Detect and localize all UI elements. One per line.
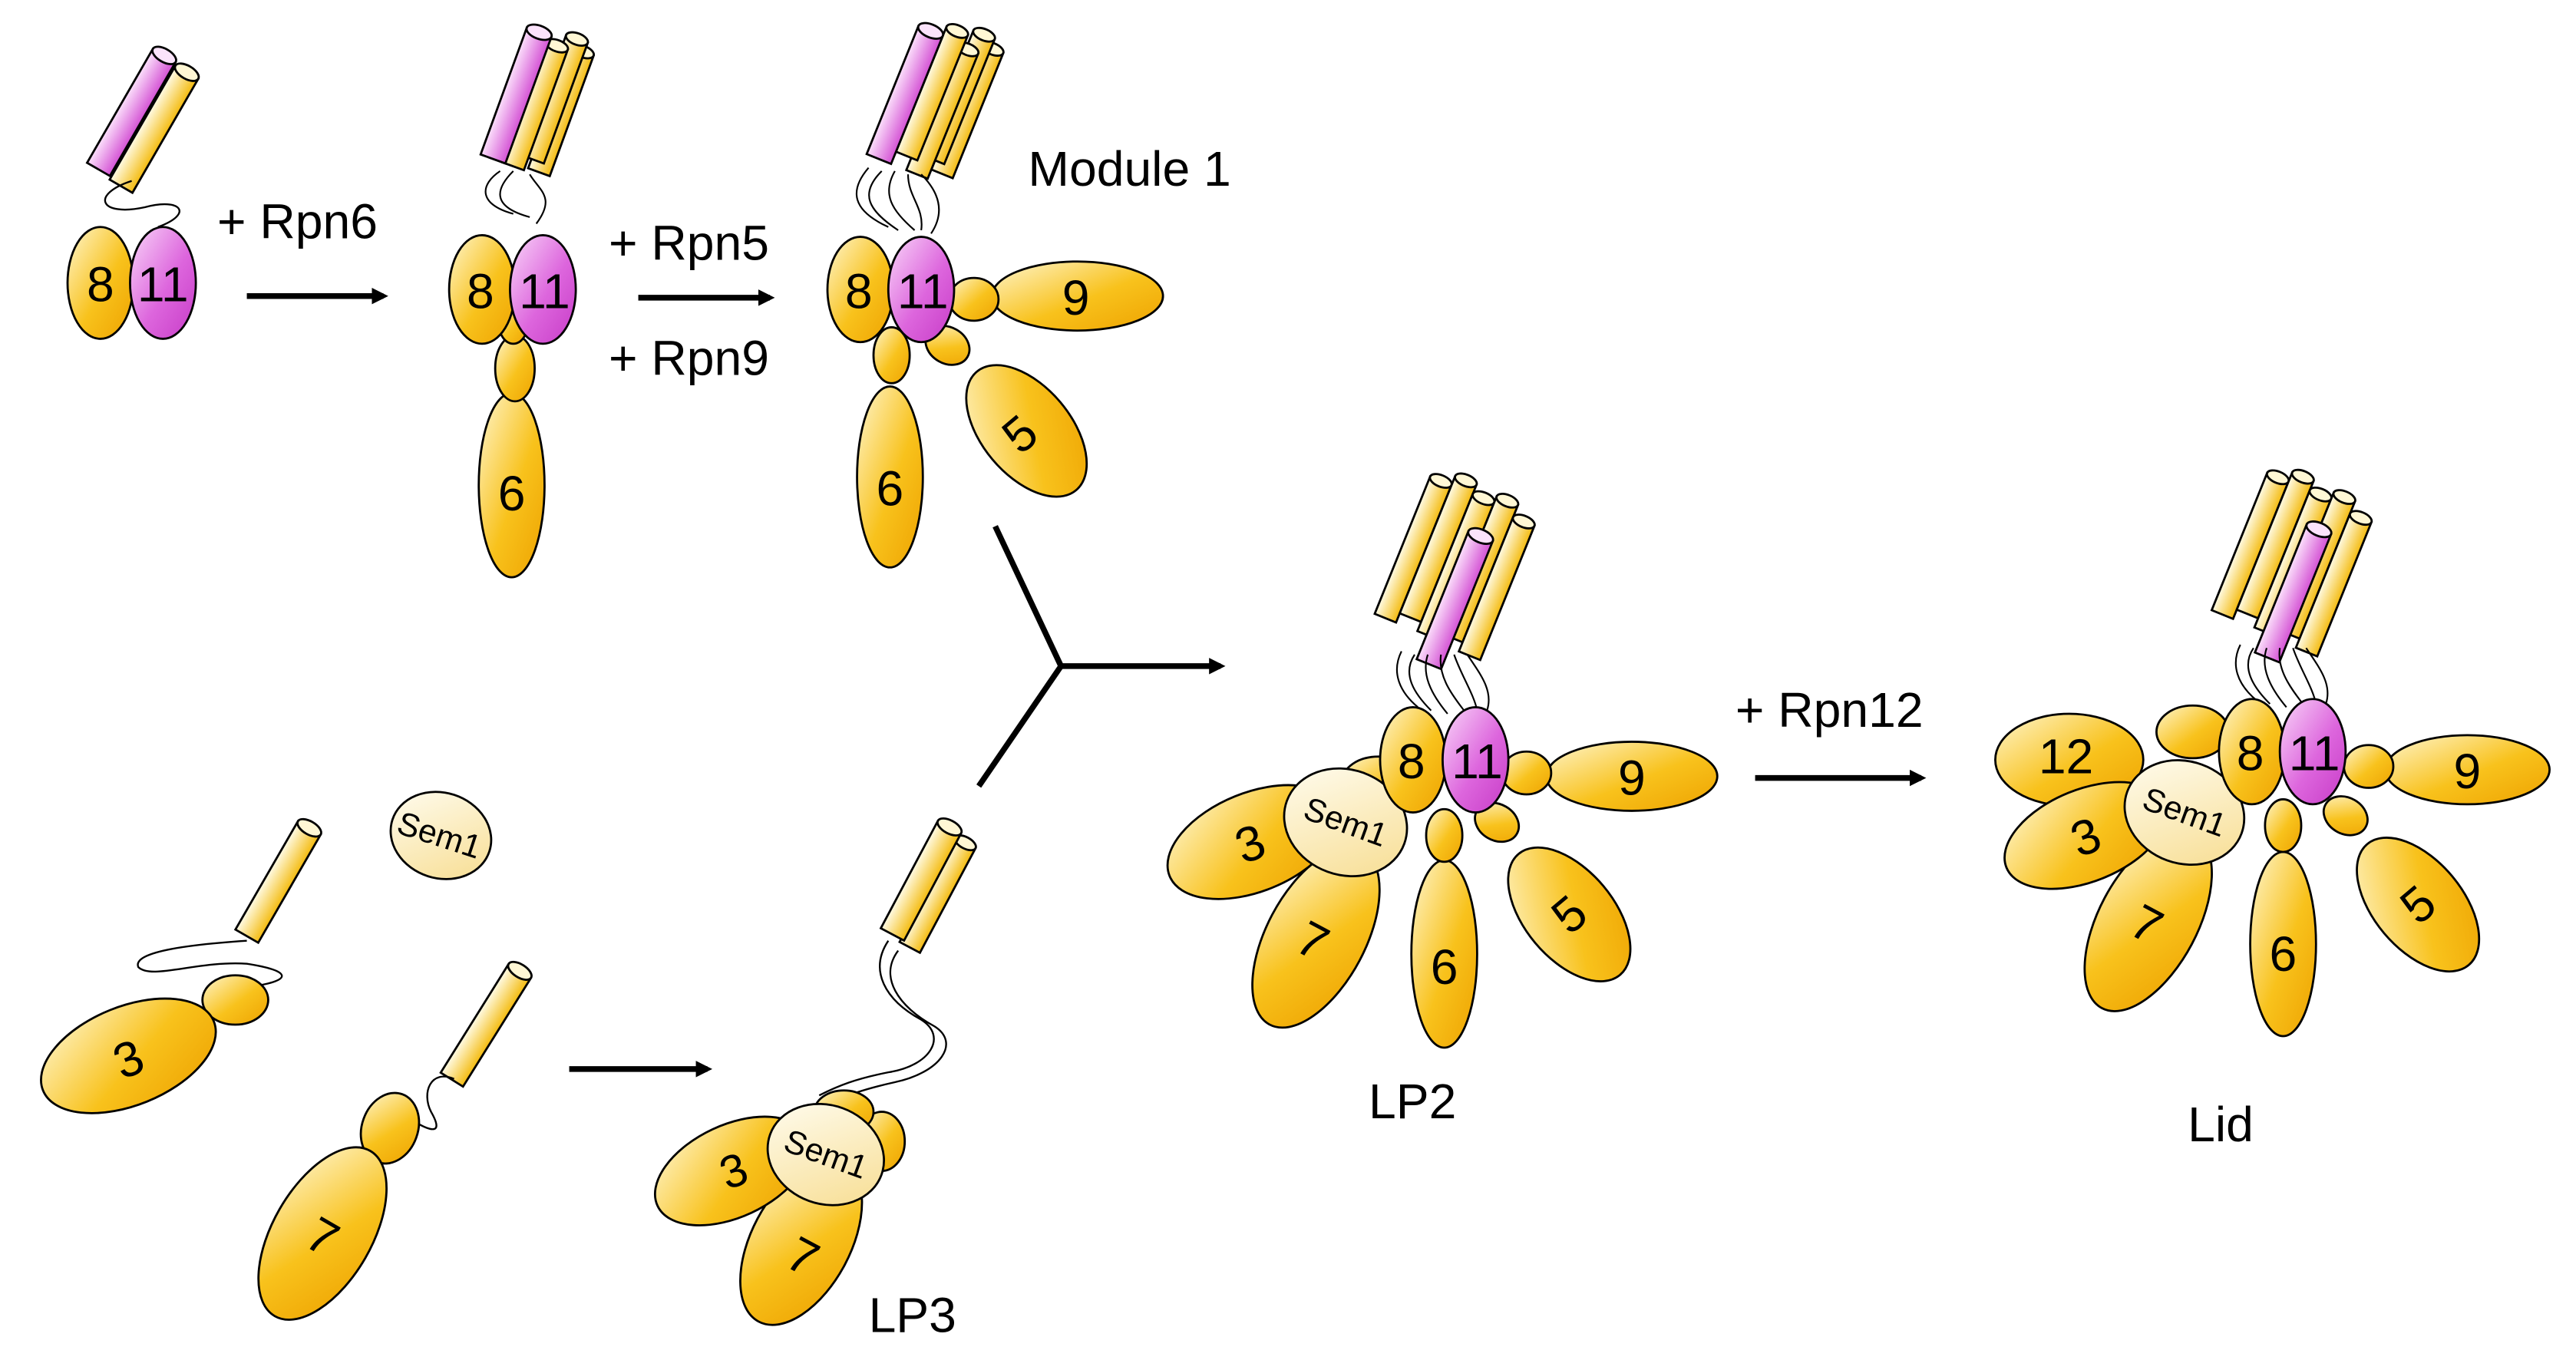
merge-arrow bbox=[976, 525, 1226, 788]
rpn5-subunit bbox=[2356, 837, 2481, 973]
rpn11-label: 11 bbox=[897, 263, 949, 319]
rpn3-subunit bbox=[40, 997, 217, 1114]
rpn7-subunit bbox=[257, 1146, 388, 1321]
rpn11-subunit bbox=[1442, 706, 1510, 814]
sem1-subunit bbox=[1283, 767, 1409, 878]
free-rpn7 bbox=[257, 960, 533, 1321]
free-rpn3 bbox=[40, 817, 322, 1114]
rpn9-label: 9 bbox=[2454, 744, 2482, 799]
rpn11-subunit bbox=[129, 226, 197, 340]
helix-bundle bbox=[479, 23, 596, 178]
helix-bundle bbox=[2210, 468, 2373, 664]
add-rpn6-label: + Rpn6 bbox=[217, 194, 378, 249]
rpn11-label: 11 bbox=[1451, 734, 1503, 789]
rpn8-label: 8 bbox=[467, 263, 494, 319]
rpn11-label: 11 bbox=[519, 263, 570, 319]
rpn9-label: 9 bbox=[1062, 270, 1090, 325]
lid-complex bbox=[1994, 468, 2551, 1038]
add-rpn12-label: + Rpn12 bbox=[1735, 682, 1924, 738]
sem1-subunit bbox=[766, 1102, 886, 1207]
sem1-subunit bbox=[389, 791, 493, 880]
rpn6-subunit bbox=[856, 385, 924, 569]
rpn5-subunit bbox=[965, 364, 1088, 498]
rpn8-label: 8 bbox=[2237, 725, 2264, 781]
helix bbox=[439, 960, 533, 1088]
complex-rpn8-rpn11-rpn6 bbox=[447, 23, 596, 579]
rpn12-label: 12 bbox=[2039, 729, 2093, 784]
rpn11-label: 11 bbox=[137, 257, 189, 312]
rpn11-subunit bbox=[2278, 698, 2347, 806]
rpn9-label: 9 bbox=[1618, 751, 1646, 806]
lp3-complex bbox=[653, 817, 977, 1326]
lid-label: Lid bbox=[2188, 1097, 2254, 1152]
rpn11-subunit bbox=[509, 234, 577, 345]
lp2-label: LP2 bbox=[1369, 1074, 1456, 1129]
helix-bundle bbox=[879, 817, 977, 955]
rpn8-label: 8 bbox=[1398, 734, 1425, 789]
rpn8-label: 8 bbox=[845, 263, 873, 319]
helix-bundle bbox=[85, 45, 200, 195]
lp2-complex bbox=[1166, 472, 1719, 1049]
rpn5-subunit bbox=[1507, 846, 1632, 982]
helix bbox=[233, 817, 322, 945]
rpn6-label: 6 bbox=[2270, 926, 2297, 982]
rpn6-label: 6 bbox=[1431, 939, 1458, 995]
helix-bundle bbox=[865, 21, 1005, 180]
module-1-complex bbox=[826, 21, 1164, 569]
stage-labels: + Rpn6 + Rpn5 + Rpn9 Module 1 + Rpn12 LP… bbox=[217, 141, 2254, 1343]
add-rpn5-label: + Rpn5 bbox=[609, 216, 769, 271]
helix-bundle bbox=[1373, 472, 1536, 671]
rpn8-label: 8 bbox=[87, 257, 114, 312]
module-1-label: Module 1 bbox=[1028, 141, 1230, 196]
rpn11-label: 11 bbox=[2289, 725, 2340, 781]
rpn6-label: 6 bbox=[498, 466, 526, 521]
free-sem1 bbox=[389, 791, 493, 880]
rpn11-subunit bbox=[887, 236, 956, 344]
lp3-label: LP3 bbox=[869, 1288, 956, 1343]
dimer-rpn8-rpn11 bbox=[66, 45, 200, 340]
sem1-subunit bbox=[2123, 759, 2246, 867]
rpn6-label: 6 bbox=[877, 461, 904, 516]
add-rpn9-label: + Rpn9 bbox=[609, 331, 769, 386]
